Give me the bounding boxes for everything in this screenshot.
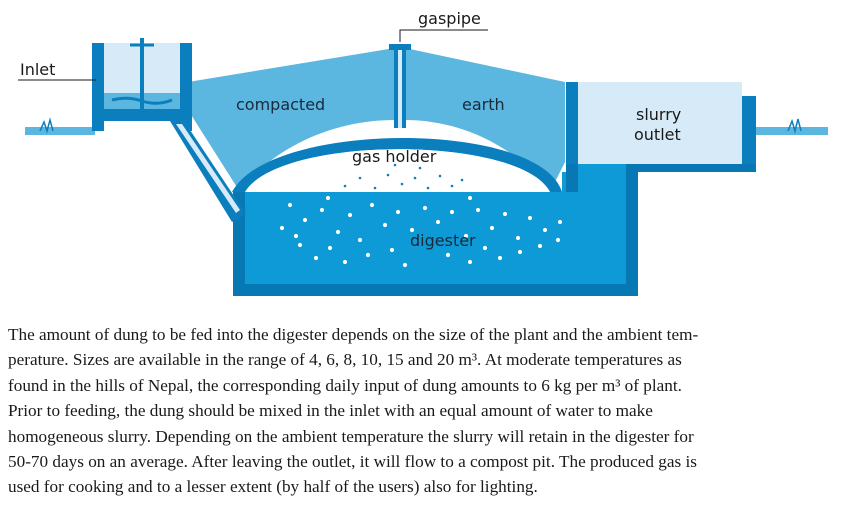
digester-slurry	[245, 192, 626, 284]
ground-line-right	[755, 118, 828, 135]
dome-wall	[232, 138, 562, 192]
gas-pipe	[389, 44, 411, 128]
label-inlet: Inlet	[20, 60, 55, 79]
gaspipe-leader	[399, 29, 488, 42]
caption-line: perature. Sizes are available in the ran…	[8, 350, 682, 370]
caption-line: homogeneous slurry. Depending on the amb…	[8, 426, 694, 446]
label-slurry: slurry	[636, 105, 681, 124]
label-compacted: compacted	[236, 95, 325, 114]
caption-line: 50-70 days on an average. After leaving …	[8, 452, 697, 472]
compacted-earth-right	[405, 48, 565, 192]
ground-line-left	[25, 117, 95, 135]
label-earth: earth	[462, 95, 505, 114]
label-outlet: outlet	[634, 125, 681, 144]
gas-holder-space	[245, 149, 550, 192]
gas-holder-bubbles	[343, 163, 464, 190]
biogas-plant-diagram: gaspipe Inlet compacted earth gas holder…	[18, 9, 828, 296]
caption-line: found in the hills of Nepal, the corresp…	[8, 375, 682, 395]
compacted-earth	[188, 48, 395, 192]
label-digester: digester	[410, 231, 476, 250]
label-gas-holder: gas holder	[352, 147, 437, 166]
caption-line: Prior to feeding, the dung should be mix…	[8, 401, 653, 421]
gas-bubbles	[279, 195, 563, 268]
caption-line: used for cooking and to a lesser extent …	[8, 477, 538, 497]
caption-paragraph: The amount of dung to be fed into the di…	[8, 322, 846, 500]
slurry-outlet-chamber	[566, 82, 756, 192]
caption-line: The amount of dung to be fed into the di…	[8, 325, 699, 344]
label-gaspipe: gaspipe	[418, 9, 481, 28]
inlet-tank	[92, 38, 192, 131]
